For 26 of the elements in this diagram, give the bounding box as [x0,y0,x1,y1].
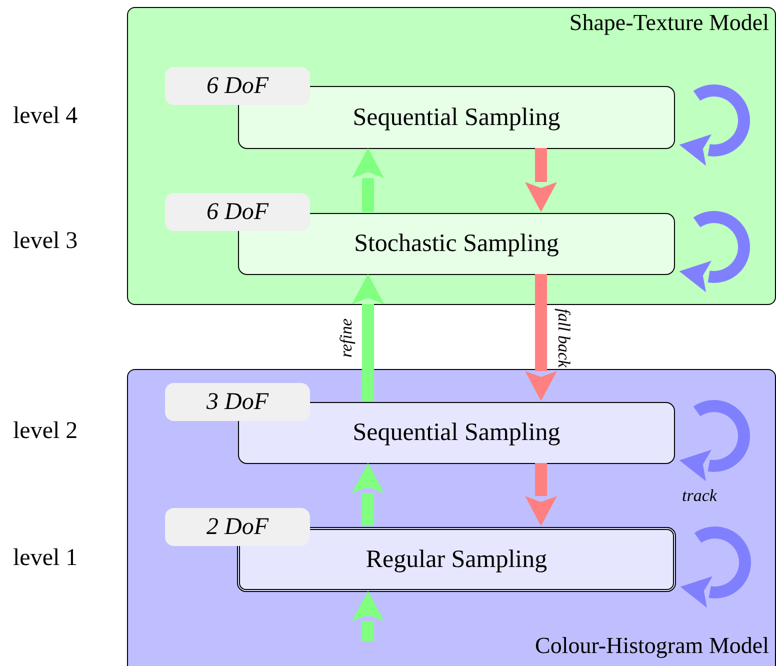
loop-arrow [680,526,751,608]
arrow [352,463,384,526]
loop-arrow [678,84,750,166]
note-text: track [682,486,717,506]
model-panel [127,7,776,305]
dof-tag: 3 DoF [165,383,310,421]
dof-tag: 2 DoF [165,508,310,546]
edge-label: fall back [553,308,573,367]
level-label: level 4 [13,103,78,130]
loop-arrow [678,211,750,292]
panel-title: Shape-Texture Model [569,10,769,36]
model-panel [127,369,776,666]
level-label: level 2 [13,418,78,445]
level-label: level 3 [13,228,78,255]
level-label: level 1 [13,545,78,572]
arrow [352,274,384,401]
dof-tag: 6 DoF [165,67,310,105]
edge-label: refine [336,318,356,358]
loop-arrow [678,400,750,482]
arrow [525,463,557,526]
panel-title: Colour-Histogram Model [535,633,769,659]
arrow [352,591,384,641]
dof-tag: 6 DoF [165,193,310,231]
arrow [525,148,557,212]
arrow [525,274,557,401]
arrow [352,148,384,212]
